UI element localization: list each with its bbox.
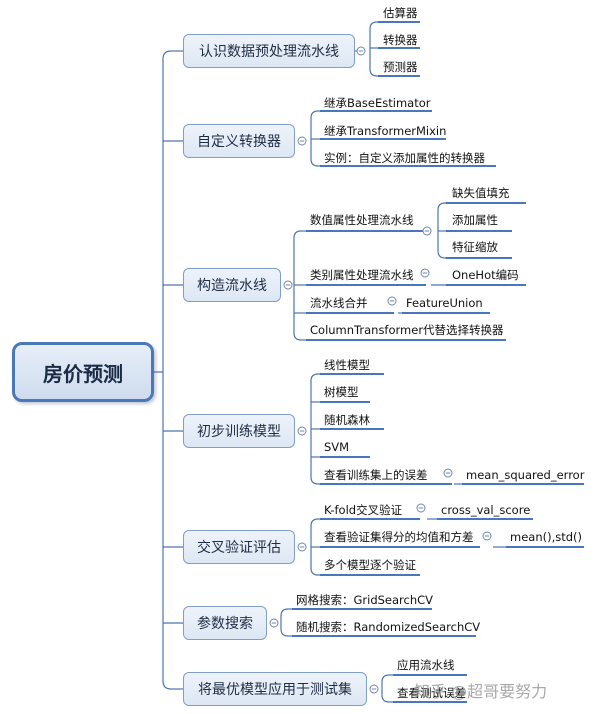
leaf-impute[interactable]: 缺失值填充 bbox=[452, 186, 510, 200]
branch-label: 认识数据预处理流水线 bbox=[199, 44, 339, 60]
branch-label: 构造流水线 bbox=[197, 278, 267, 294]
branch5-bracket bbox=[280, 608, 289, 637]
leaf-feature-scaling[interactable]: 特征缩放 bbox=[452, 240, 498, 254]
branch-initial-training[interactable]: 初步训练模型 bbox=[183, 414, 295, 448]
sub-multi-model[interactable]: 多个模型逐个验证 bbox=[324, 558, 416, 572]
leaf-base-estimator[interactable]: 继承BaseEstimator bbox=[324, 96, 431, 110]
leaf-cross-val-score[interactable]: cross_val_score bbox=[441, 503, 531, 517]
leaf-random-forest[interactable]: 随机森林 bbox=[324, 413, 370, 427]
branch-custom-transformer[interactable]: 自定义转换器 bbox=[183, 124, 295, 158]
root-label: 房价预测 bbox=[43, 361, 123, 386]
leaf-mean-std[interactable]: mean(),std() bbox=[510, 530, 583, 544]
branch-label: 参数搜索 bbox=[197, 616, 253, 632]
branch-test-set[interactable]: 将最优模型应用于测试集 bbox=[183, 672, 367, 706]
sub-score-stats[interactable]: 查看验证集得分的均值和方差 bbox=[324, 530, 474, 544]
branch-label: 自定义转换器 bbox=[197, 134, 281, 150]
leaf-mse[interactable]: mean_squared_error bbox=[466, 468, 585, 482]
branch-cross-validation[interactable]: 交叉验证评估 bbox=[183, 530, 295, 564]
sub-numeric-pipeline[interactable]: 数值属性处理流水线 bbox=[310, 213, 414, 227]
branch6-bracket bbox=[381, 674, 390, 703]
branch-build-pipeline[interactable]: 构造流水线 bbox=[183, 268, 281, 302]
leaf-transformer[interactable]: 转换器 bbox=[383, 33, 418, 47]
leaf-grid-search[interactable]: 网格搜索：GridSearchCV bbox=[296, 593, 434, 607]
leaf-apply-pipeline[interactable]: 应用流水线 bbox=[397, 658, 455, 672]
sub-pipeline-merge[interactable]: 流水线合并 bbox=[310, 296, 368, 310]
leaf-predictor[interactable]: 预测器 bbox=[383, 60, 418, 74]
sub-kfold[interactable]: K-fold交叉验证 bbox=[324, 503, 403, 517]
branch-label: 初步训练模型 bbox=[197, 424, 281, 440]
sub-train-error[interactable]: 查看训练集上的误差 bbox=[324, 468, 428, 482]
leaf-transformer-mixin[interactable]: 继承TransformerMixin bbox=[324, 124, 447, 138]
branch-parameter-search[interactable]: 参数搜索 bbox=[183, 606, 267, 640]
watermark-text: 知乎 @超哥要努力 bbox=[414, 682, 548, 701]
leaf-feature-union[interactable]: FeatureUnion bbox=[406, 296, 483, 310]
branch0-bracket bbox=[369, 21, 378, 77]
branch-pipeline-intro[interactable]: 认识数据预处理流水线 bbox=[183, 34, 355, 68]
leaf-svm[interactable]: SVM bbox=[324, 440, 350, 454]
leaf-estimator[interactable]: 估算器 bbox=[383, 6, 418, 20]
root-trunk bbox=[162, 50, 172, 690]
leaf-add-attribute[interactable]: 添加属性 bbox=[452, 213, 498, 227]
branch-label: 交叉验证评估 bbox=[197, 540, 281, 556]
leaf-tree-model[interactable]: 树模型 bbox=[324, 385, 359, 399]
branch-label: 将最优模型应用于测试集 bbox=[198, 682, 352, 698]
leaf-onehot[interactable]: OneHot编码 bbox=[452, 268, 519, 282]
sub-categorical-pipeline[interactable]: 类别属性处理流水线 bbox=[310, 268, 414, 282]
sub-column-transformer[interactable]: ColumnTransformer代替选择转换器 bbox=[310, 323, 504, 337]
leaf-random-search[interactable]: 随机搜索：RandomizedSearchCV bbox=[296, 620, 481, 634]
leaf-test-error[interactable]: 查看测试误差 bbox=[397, 686, 466, 700]
root-node[interactable]: 房价预测 bbox=[12, 342, 154, 402]
leaf-custom-example[interactable]: 实例：自定义添加属性的转换器 bbox=[324, 151, 485, 165]
leaf-linear-model[interactable]: 线性模型 bbox=[324, 358, 370, 372]
